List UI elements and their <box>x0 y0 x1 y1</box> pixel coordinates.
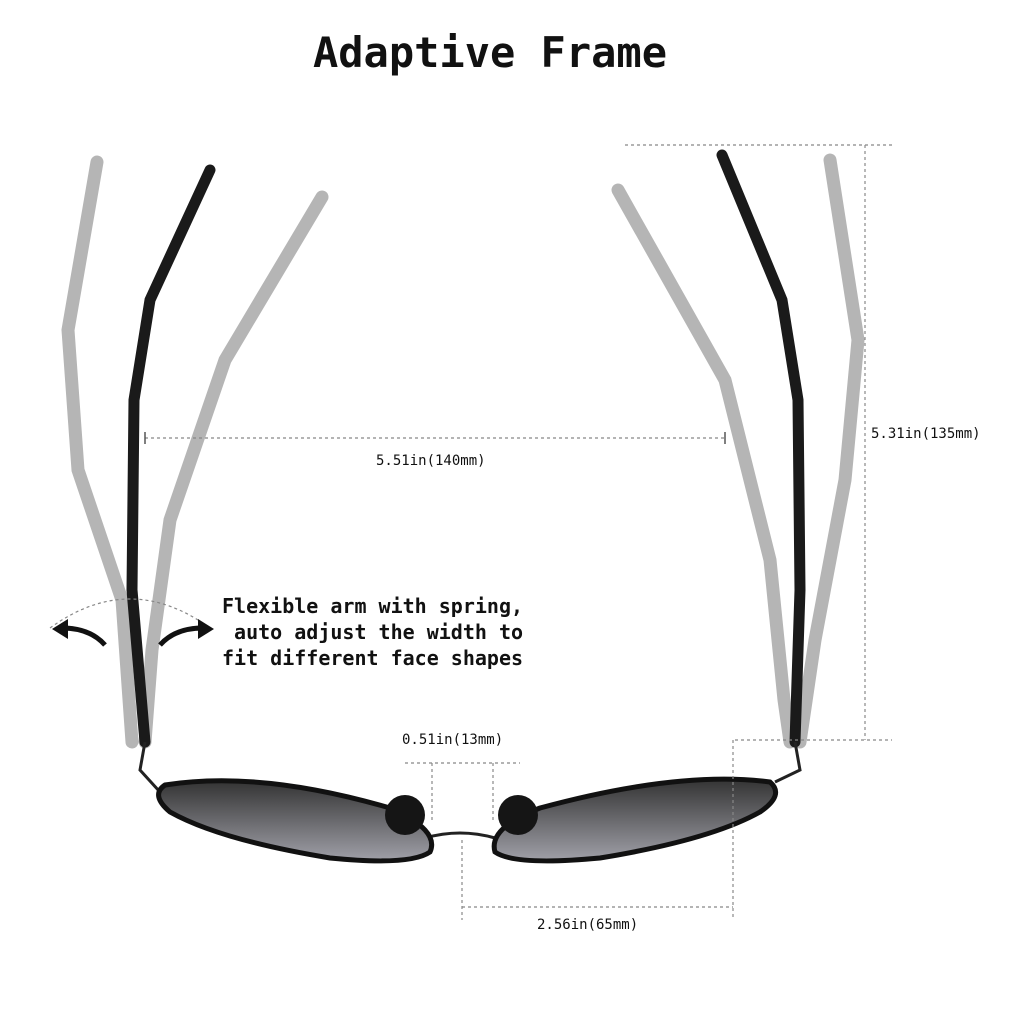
arm-length-label: 5.31in(135mm) <box>871 426 981 442</box>
lens-width-label: 2.56in(65mm) <box>537 917 639 933</box>
left-nose-pad <box>385 795 425 835</box>
right-nose-pad <box>498 795 538 835</box>
dimension-ticks <box>144 432 726 444</box>
flexible-arm-note: Flexible arm with spring, auto adjust th… <box>222 593 523 671</box>
arrow-heads <box>52 619 214 639</box>
black-arms <box>126 149 806 748</box>
page-title: Adaptive Frame <box>312 28 667 77</box>
left-lens <box>156 778 434 864</box>
ghost-arms <box>61 153 865 749</box>
note-line: auto adjust the width to <box>222 620 524 644</box>
note-line: fit different face shapes <box>222 646 524 670</box>
width-between-arms-label: 5.51in(140mm) <box>376 453 486 469</box>
note-line: Flexible arm with spring, <box>222 594 524 618</box>
bridge-width-label: 0.51in(13mm) <box>402 732 504 748</box>
dimension-lines <box>49 144 892 920</box>
right-lens <box>491 776 779 864</box>
